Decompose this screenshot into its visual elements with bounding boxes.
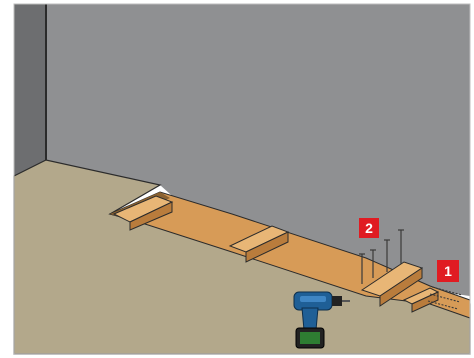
screw-icon <box>398 229 404 264</box>
joist-left <box>112 195 174 231</box>
horizontal-screws <box>427 286 463 310</box>
step-badge-2: 2 <box>359 218 379 238</box>
vertical-screws <box>359 229 404 284</box>
step-badge-1: 1 <box>437 260 459 282</box>
svg-text:2: 2 <box>365 220 373 236</box>
cordless-drill-icon <box>293 291 350 349</box>
side-wall <box>14 4 46 176</box>
end-block <box>402 287 440 313</box>
screw-icon <box>384 239 390 272</box>
joist-middle <box>228 225 290 263</box>
joist-right <box>360 261 424 307</box>
screw-icon <box>359 253 365 284</box>
svg-text:1: 1 <box>444 263 452 279</box>
screw-icon <box>370 249 376 278</box>
